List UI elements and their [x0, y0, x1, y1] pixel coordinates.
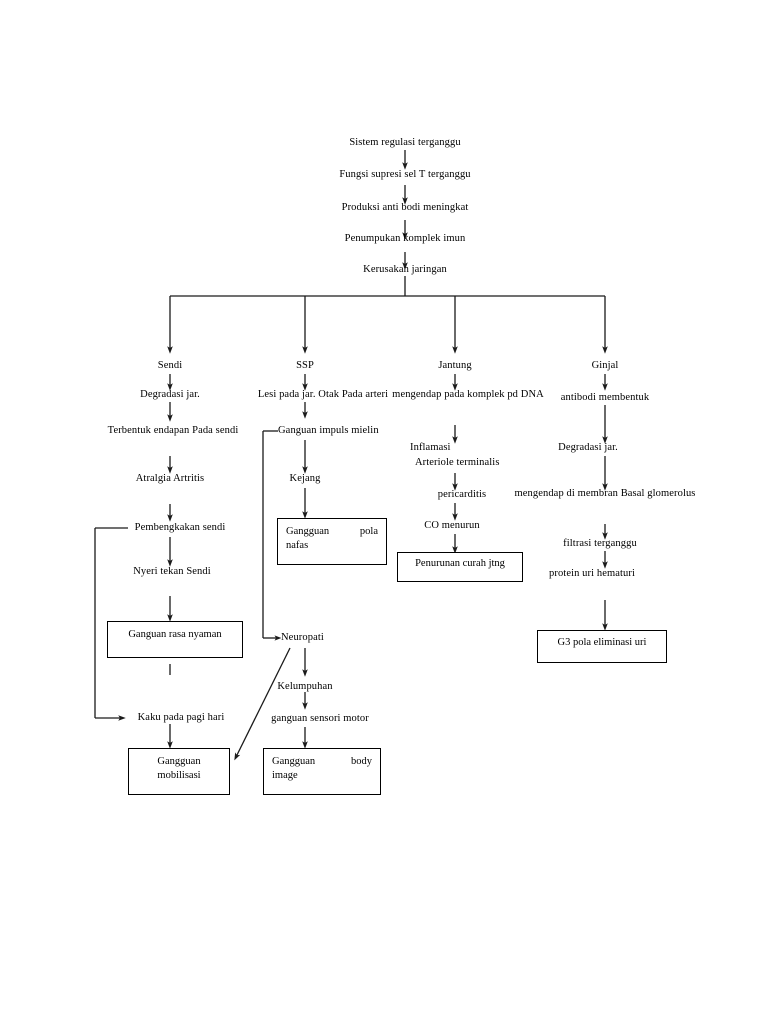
node-label-line2: Sendi: [186, 566, 211, 577]
node-ginjal-protein-uri-hematuri: protein uri hematuri: [549, 567, 635, 580]
node-label: Arteriole terminalis: [415, 457, 500, 468]
branch-head-ginjal: Ginjal: [592, 359, 619, 372]
node-label: Inflamasi: [410, 442, 451, 453]
node-sendi-nyeri-tekan: Nyeri tekan Sendi: [133, 565, 211, 578]
box-penurunan-curah-jtng: Penurunan curah jtng: [397, 552, 523, 582]
node-label: antibodi membentuk: [560, 392, 650, 403]
box-gangguan-body-image: Gangguan body image: [263, 748, 381, 795]
node-label: Jantung: [438, 360, 472, 371]
node-label: Pembengkakan sendi: [134, 522, 226, 533]
node-label-line2: komplek pd DNA: [467, 389, 544, 400]
node-kerusakan-jaringan: Kerusakan jaringan: [363, 263, 447, 276]
node-label: Kejang: [289, 473, 321, 484]
box-label: G3 pola eliminasi uri: [557, 637, 647, 648]
node-sendi-pembengkakan-sendi: Pembengkakan sendi: [135, 521, 226, 534]
node-label-line1: Lesi pada jar. Otak: [257, 389, 340, 400]
box-label-line1-right: pola: [359, 526, 378, 537]
node-penumpukan-komplek-imun: Penumpukan komplek imun: [345, 232, 466, 245]
box-label-line1-left: Gangguan: [286, 526, 330, 537]
node-jantung-mengendap-pada-komplek: mengendap pada komplek pd DNA: [392, 388, 544, 401]
node-ginjal-degradasi-jar: Degradasi jar.: [558, 441, 618, 454]
node-label-line2: Pada arteri: [341, 389, 389, 400]
node-ssp-neuropati: Neuropati: [281, 631, 324, 644]
node-sendi-terbentuk-endapan: Terbentuk endapan Pada sendi: [108, 424, 239, 437]
node-ssp-ganguan-impuls-mielin: Ganguan impuls mielin: [278, 424, 379, 437]
node-label-line1: mengendap di membran: [514, 488, 618, 499]
branch-head-ssp: SSP: [296, 359, 314, 372]
node-ssp-kejang: Kejang: [290, 472, 321, 485]
box-label-line1: Gangguan: [157, 756, 201, 767]
node-ssp-ganguan-sensori-motor: ganguan sensori motor: [271, 712, 369, 725]
box-g3-pola-eliminasi-uri: G3 pola eliminasi uri: [537, 630, 667, 663]
node-label: Sistem regulasi terganggu: [349, 137, 461, 148]
node-label: Kerusakan jaringan: [363, 264, 447, 275]
box-label-line2: image: [272, 770, 298, 781]
box-label-line2: nafas: [286, 540, 309, 551]
box-gangguan-mobilisasi: Gangguan mobilisasi: [128, 748, 230, 795]
node-sendi-degradasi-jar: Degradasi jar.: [140, 388, 200, 401]
box-gangguan-pola-nafas: Gangguan pola nafas: [277, 518, 387, 565]
node-label-line1: Terbentuk endapan: [107, 425, 190, 436]
node-jantung-pericarditis: pericarditis: [438, 488, 486, 501]
node-label-line2: Pada sendi: [192, 425, 239, 436]
box-label-line2: mobilisasi: [157, 770, 201, 781]
branch-head-jantung: Jantung: [438, 359, 471, 372]
node-label: Ginjal: [591, 360, 619, 371]
node-label: CO menurun: [424, 520, 480, 531]
node-label: ganguan sensori motor: [271, 713, 369, 724]
node-label-line2: Basal glomerolus: [620, 488, 696, 499]
box-label-line1-left: Gangguan: [272, 756, 316, 767]
node-label: Kaku pada pagi hari: [137, 712, 225, 723]
node-label: Kelumpuhan: [277, 681, 333, 692]
box-label-line1-right: body: [351, 756, 372, 767]
node-label: Penumpukan komplek imun: [344, 233, 466, 244]
node-label: SSP: [296, 360, 314, 371]
node-label-line1: mengendap pada: [392, 389, 465, 400]
node-sendi-atralgia-artritis: Atralgia Artritis: [136, 472, 205, 485]
node-ssp-kelumpuhan: Kelumpuhan: [277, 680, 332, 693]
box-ganguan-rasa-nyaman: Ganguan rasa nyaman: [107, 621, 243, 658]
node-label: Produksi anti bodi meningkat: [341, 202, 469, 213]
node-sistem-regulasi-terganggu: Sistem regulasi terganggu: [349, 136, 460, 149]
node-label-line1: Atralgia: [135, 473, 171, 484]
node-label: pericarditis: [437, 489, 487, 500]
node-label: Ganguan impuls mielin: [278, 425, 379, 436]
node-label-line1: Nyeri tekan: [133, 566, 184, 577]
box-label: Penurunan curah jtng: [415, 558, 505, 569]
node-label: Degradasi jar.: [140, 389, 200, 400]
node-jantung-co-menurun: CO menurun: [424, 519, 480, 532]
box-label: Ganguan rasa nyaman: [128, 629, 222, 640]
branch-head-sendi: Sendi: [158, 359, 182, 372]
node-jantung-arteriole-terminalis: Arteriole terminalis: [415, 456, 500, 469]
node-jantung-inflamasi: Inflamasi: [410, 441, 451, 454]
node-ssp-lesi-pada-jar-otak: Lesi pada jar. Otak Pada arteri: [258, 388, 388, 401]
node-label: filtrasi terganggu: [563, 538, 637, 549]
node-label: Degradasi jar.: [558, 442, 618, 453]
node-ginjal-filtrasi-terganggu: filtrasi terganggu: [563, 537, 637, 550]
node-sendi-kaku-pada-pagi-hari: Kaku pada pagi hari: [138, 711, 225, 724]
node-label-line2: hematuri: [596, 568, 635, 579]
node-ginjal-antibodi-membentuk: antibodi membentuk: [561, 391, 649, 404]
node-label-line1: protein uri: [549, 568, 595, 579]
node-label: Fungsi supresi sel T terganggu: [339, 169, 471, 180]
node-produksi-antibodi-meningkat: Produksi anti bodi meningkat: [342, 201, 469, 214]
node-label: Sendi: [157, 360, 183, 371]
node-label: Neuropati: [281, 632, 324, 643]
node-fungsi-supresi-sel-t: Fungsi supresi sel T terganggu: [339, 168, 470, 181]
node-label-line2: Artritis: [173, 473, 205, 484]
node-ginjal-mengendap-di-membran: mengendap di membran Basal glomerolus: [514, 487, 695, 500]
